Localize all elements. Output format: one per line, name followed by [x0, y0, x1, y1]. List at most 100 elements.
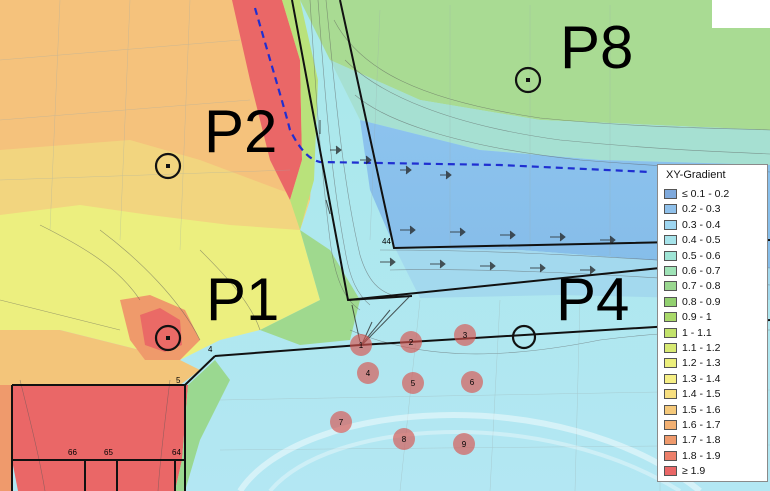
- legend-item: 1 - 1.1: [664, 326, 712, 340]
- legend-swatch: [664, 420, 677, 430]
- svg-text:1: 1: [359, 341, 364, 350]
- legend-swatch: [664, 281, 677, 292]
- legend-label: 0.7 - 0.8: [682, 280, 721, 293]
- label-p2: P2: [204, 98, 277, 165]
- sample-point-9[interactable]: 9: [453, 433, 475, 455]
- sample-point-4[interactable]: 4: [357, 362, 379, 384]
- node-65: 65: [104, 448, 113, 457]
- sample-point-8[interactable]: 8: [393, 428, 415, 450]
- well-p8-icon[interactable]: [514, 66, 542, 94]
- node-5: 5: [176, 376, 181, 385]
- svg-text:9: 9: [462, 440, 467, 449]
- legend-swatch: [664, 312, 677, 323]
- legend-swatch: [664, 327, 677, 338]
- legend-swatch: [664, 404, 677, 415]
- legend-label: 1.5 - 1.6: [682, 403, 721, 416]
- legend-label: 1.3 - 1.4: [682, 372, 721, 385]
- legend-swatch: [664, 450, 677, 461]
- legend-item: 0.7 - 0.8: [664, 279, 721, 293]
- legend-swatch: [664, 204, 677, 215]
- legend-swatch: [664, 296, 677, 307]
- sample-point-1[interactable]: 1: [350, 334, 372, 356]
- yellow-zone: [0, 205, 320, 360]
- legend-item: 1.7 - 1.8: [664, 433, 721, 447]
- legend-label: 0.9 - 1: [682, 311, 712, 324]
- flow-arrows: [319, 120, 616, 346]
- legend-swatch: [664, 235, 677, 246]
- legend-item: 1.2 - 1.3: [664, 356, 721, 370]
- wells: [154, 66, 542, 352]
- legend-label: 1.6 - 1.7: [682, 419, 721, 431]
- legend-label: ≥ 1.9: [682, 465, 706, 478]
- legend-item: 1.5 - 1.6: [664, 403, 721, 417]
- svg-text:3: 3: [463, 331, 468, 340]
- svg-text:4: 4: [366, 369, 371, 378]
- legend-label: ≤ 0.1 - 0.2: [682, 188, 730, 200]
- legend-label: 0.5 - 0.6: [682, 249, 721, 262]
- legend-swatch: [664, 358, 677, 369]
- svg-text:8: 8: [402, 435, 407, 444]
- node-66: 66: [68, 448, 77, 457]
- sample-point-5[interactable]: 5: [402, 372, 424, 394]
- red-block: [12, 385, 188, 491]
- sample-points: 1 2 3 4 5 6 7 8 9: [330, 324, 483, 455]
- sample-point-2[interactable]: 2: [400, 331, 422, 353]
- legend-swatch: [664, 373, 677, 384]
- legend-swatch: [664, 466, 677, 477]
- well-p2-icon[interactable]: [154, 152, 182, 180]
- legend-item: 0.3 - 0.4: [664, 218, 721, 232]
- dashed-boundary: [253, 7, 651, 174]
- orange-edge: [0, 385, 12, 491]
- legend-label: 0.6 - 0.7: [682, 265, 721, 277]
- hot-spot-p1-core: [140, 308, 182, 352]
- legend-item: ≥ 1.9: [664, 464, 705, 478]
- legend-item: ≤ 0.1 - 0.2: [664, 187, 729, 201]
- legend-label: 1.4 - 1.5: [682, 388, 721, 401]
- legend-swatch: [664, 389, 677, 400]
- legend-item: 0.4 - 0.5: [664, 233, 721, 247]
- orange-lower-zone: [0, 330, 200, 385]
- legend-item: 1.6 - 1.7: [664, 418, 721, 432]
- svg-text:6: 6: [470, 378, 475, 387]
- sample-point-6[interactable]: 6: [461, 371, 483, 393]
- node-44: 44: [382, 237, 391, 246]
- green-transition: [260, 230, 360, 345]
- green-band: [300, 0, 770, 130]
- legend-label: 1.2 - 1.3: [682, 357, 721, 370]
- legend-label: 1.1 - 1.2: [682, 342, 721, 354]
- well-p1-icon[interactable]: [154, 324, 182, 352]
- legend-item: 0.9 - 1: [664, 310, 712, 324]
- legend-item: 1.3 - 1.4: [664, 372, 721, 386]
- legend-label: 1.7 - 1.8: [682, 434, 721, 447]
- label-p4: P4: [556, 266, 629, 333]
- svg-text:5: 5: [411, 379, 416, 388]
- legend-label: 0.3 - 0.4: [682, 218, 721, 231]
- legend-swatch: [664, 250, 677, 261]
- legend-label: 1.8 - 1.9: [682, 449, 721, 462]
- svg-text:2: 2: [409, 338, 414, 347]
- legend-swatch: [664, 343, 677, 353]
- sample-point-7[interactable]: 7: [330, 411, 352, 433]
- legend-item: 0.2 - 0.3: [664, 202, 721, 216]
- well-p4-icon[interactable]: [511, 324, 537, 350]
- legend-item: 0.5 - 0.6: [664, 249, 721, 263]
- legend-item: 1.1 - 1.2: [664, 341, 721, 355]
- legend-swatch: [664, 219, 677, 230]
- label-p1: P1: [206, 266, 279, 333]
- arc-watermark: [237, 412, 702, 491]
- sample-point-3[interactable]: 3: [454, 324, 476, 346]
- legend-item: 1.8 - 1.9: [664, 449, 721, 463]
- teal-band: [330, 60, 770, 165]
- node-4: 4: [208, 345, 213, 354]
- legend-item: 0.6 - 0.7: [664, 264, 721, 278]
- legend-label: 0.2 - 0.3: [682, 203, 721, 216]
- legend-panel: XY-Gradient ≤ 0.1 - 0.2 0.2 - 0.3 0.3 - 0.…: [657, 164, 768, 482]
- svg-text:7: 7: [339, 418, 344, 427]
- legend-item: 0.8 - 0.9: [664, 295, 721, 309]
- label-p8: P8: [560, 14, 633, 81]
- legend-title: XY-Gradient: [666, 169, 726, 181]
